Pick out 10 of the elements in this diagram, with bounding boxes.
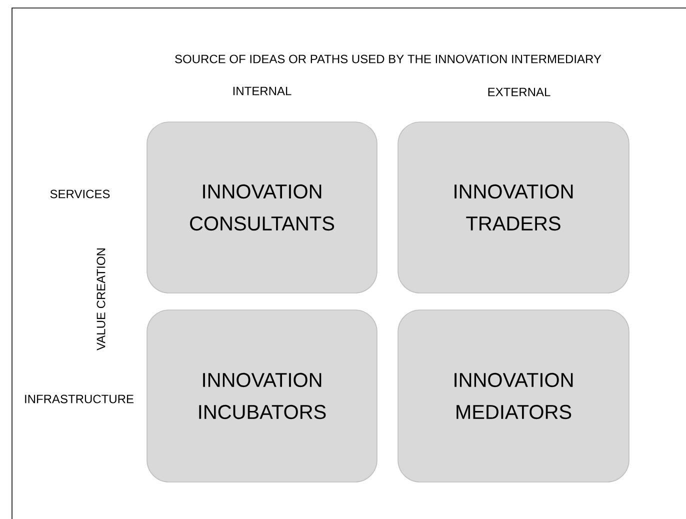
axis-title: VALUE CREATION bbox=[96, 248, 106, 350]
row-heading: SERVICES bbox=[50, 190, 110, 198]
quadrant-box: INNOVATION TRADERS bbox=[398, 122, 630, 294]
row-heading: INFRASTRUCTURE bbox=[25, 394, 134, 404]
quadrant-box: INNOVATION MEDIATORS bbox=[398, 310, 630, 482]
column-heading: INTERNAL bbox=[233, 86, 292, 96]
column-heading: EXTERNAL bbox=[488, 88, 550, 96]
axis-title: SOURCE OF IDEAS OR PATHS USED BY THE INNOVATION INTERMEDIARY bbox=[175, 54, 602, 64]
quadrant-box: INNOVATION CONSULTANTS bbox=[146, 122, 378, 294]
quadrant-box: INNOVATION INCUBATORS bbox=[146, 310, 378, 482]
